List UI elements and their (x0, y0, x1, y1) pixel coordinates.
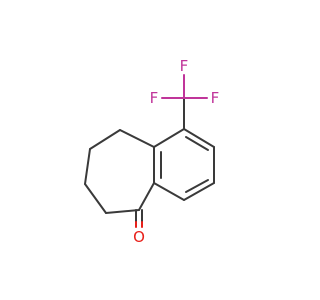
bond-c9-c8 (89, 129, 121, 150)
atom-label-f-right: F (211, 89, 220, 107)
bond-c3-c4-inner (185, 179, 209, 193)
bond-c1-c2-inner (185, 136, 209, 151)
bond-c1-c2 (183, 128, 215, 148)
atom-label-f-left: F (150, 89, 159, 107)
bond-c6-c5 (105, 209, 140, 214)
skeleton-bonds (84, 74, 215, 228)
atom-labels: F F F O (133, 57, 219, 246)
bond-c3-c4 (183, 182, 215, 201)
atom-label-oxygen: O (133, 228, 145, 246)
bond-c9a-c1 (153, 128, 185, 148)
bond-c9a-c9 (119, 129, 155, 148)
bond-c7-c6 (84, 183, 107, 214)
bond-c8-c7 (84, 148, 91, 185)
bond-c5-c4a (138, 182, 155, 211)
bond-c4-c4a (153, 182, 185, 201)
atom-label-f-top: F (180, 57, 189, 75)
molecule-diagram: F F F O (84, 57, 219, 246)
